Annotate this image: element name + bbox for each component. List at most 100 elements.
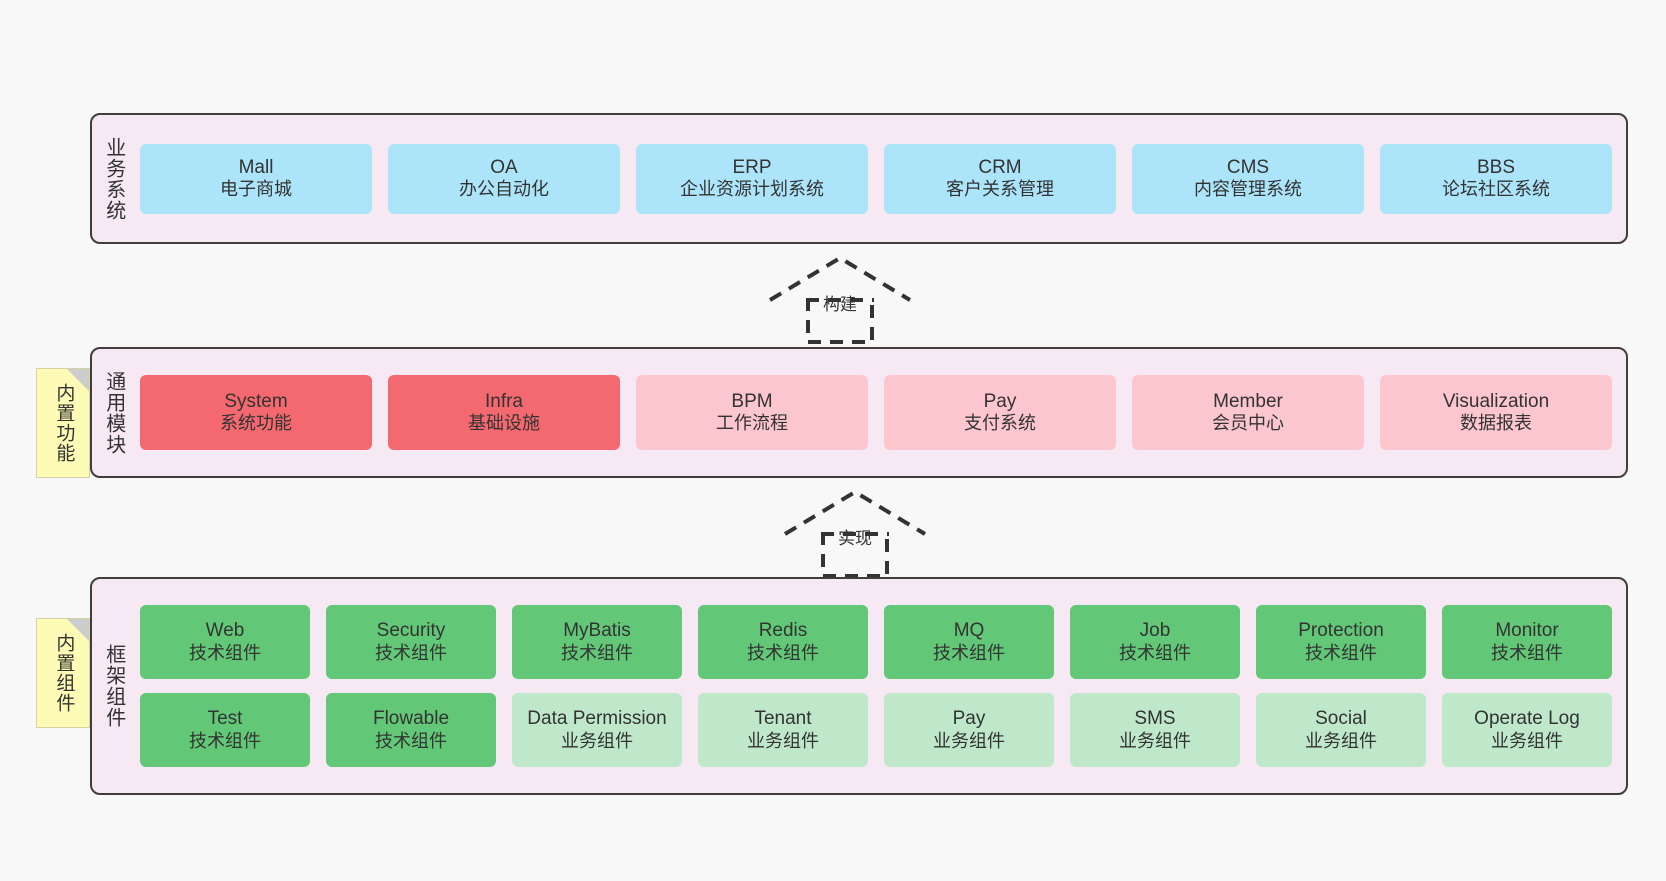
component-name: MQ (953, 620, 985, 642)
module-desc: 企业资源计划系统 (680, 179, 824, 200)
module-name: Visualization (1442, 390, 1550, 412)
layer-framework-component: 框架组件 Web 技术组件 Security 技术组件 MyBatis 技术组件… (90, 577, 1628, 795)
layer-body-framework-component: Web 技术组件 Security 技术组件 MyBatis 技术组件 Redi… (134, 579, 1626, 793)
module-box-erp[interactable]: ERP 企业资源计划系统 (636, 143, 868, 214)
module-name: ERP (732, 156, 772, 178)
module-desc: 客户关系管理 (946, 179, 1054, 200)
component-name: Operate Log (1474, 708, 1580, 730)
layer-body-common-module: System 系统功能 Infra 基础设施 BPM 工作流程 Pay 支付系统… (134, 349, 1626, 476)
component-name: MyBatis (563, 620, 631, 642)
module-name: CRM (978, 156, 1022, 178)
module-box-system[interactable]: System 系统功能 (140, 375, 372, 450)
component-name: Tenant (754, 708, 812, 730)
component-box-monitor[interactable]: Monitor 技术组件 (1442, 605, 1612, 679)
component-desc: 技术组件 (189, 642, 261, 663)
component-desc: 业务组件 (933, 730, 1005, 751)
component-box-tenant[interactable]: Tenant 业务组件 (698, 693, 868, 767)
component-box-job[interactable]: Job 技术组件 (1070, 605, 1240, 679)
component-box-social[interactable]: Social 业务组件 (1256, 693, 1426, 767)
module-box-cms[interactable]: CMS 内容管理系统 (1132, 143, 1364, 214)
module-desc: 支付系统 (964, 413, 1036, 434)
module-name: Member (1213, 390, 1283, 412)
module-box-bbs[interactable]: BBS 论坛社区系统 (1380, 143, 1612, 214)
component-name: Job (1139, 620, 1171, 642)
component-box-security[interactable]: Security 技术组件 (326, 605, 496, 679)
component-desc: 业务组件 (561, 730, 633, 751)
layer-row: Web 技术组件 Security 技术组件 MyBatis 技术组件 Redi… (140, 605, 1612, 679)
component-box-mq[interactable]: MQ 技术组件 (884, 605, 1054, 679)
component-box-web[interactable]: Web 技术组件 (140, 605, 310, 679)
module-desc: 会员中心 (1212, 413, 1284, 434)
module-desc: 论坛社区系统 (1442, 179, 1550, 200)
module-desc: 工作流程 (716, 413, 788, 434)
note-text: 内置功能 (53, 383, 75, 463)
module-desc: 内容管理系统 (1194, 179, 1302, 200)
component-box-pay[interactable]: Pay 业务组件 (884, 693, 1054, 767)
module-box-visualization[interactable]: Visualization 数据报表 (1380, 375, 1612, 450)
module-desc: 数据报表 (1460, 413, 1532, 434)
connector-label: 构建 (823, 295, 857, 314)
module-box-infra[interactable]: Infra 基础设施 (388, 375, 620, 450)
component-desc: 业务组件 (1305, 730, 1377, 751)
component-desc: 业务组件 (747, 730, 819, 751)
module-box-member[interactable]: Member 会员中心 (1132, 375, 1364, 450)
module-name: BPM (731, 390, 773, 412)
component-name: Test (207, 708, 243, 730)
layer-row: Mall 电子商城 OA 办公自动化 ERP 企业资源计划系统 CRM 客户关系… (140, 143, 1612, 214)
component-name: Data Permission (527, 708, 667, 730)
note-text: 内置组件 (53, 633, 75, 713)
component-desc: 技术组件 (189, 730, 261, 751)
component-box-operate-log[interactable]: Operate Log 业务组件 (1442, 693, 1612, 767)
module-box-bpm[interactable]: BPM 工作流程 (636, 375, 868, 450)
component-name: Protection (1298, 620, 1384, 642)
component-name: Web (205, 620, 245, 642)
component-desc: 技术组件 (1305, 642, 1377, 663)
module-name: Infra (484, 390, 524, 412)
module-box-oa[interactable]: OA 办公自动化 (388, 143, 620, 214)
layer-business-system: 业务系统 Mall 电子商城 OA 办公自动化 ERP 企业资源计划系统 CRM… (90, 113, 1628, 244)
module-box-mall[interactable]: Mall 电子商城 (140, 143, 372, 214)
component-desc: 业务组件 (1491, 730, 1563, 751)
component-desc: 技术组件 (561, 642, 633, 663)
module-box-pay[interactable]: Pay 支付系统 (884, 375, 1116, 450)
module-name: OA (490, 156, 518, 178)
component-desc: 技术组件 (1119, 642, 1191, 663)
note-fold-icon (67, 619, 89, 641)
component-desc: 技术组件 (375, 642, 447, 663)
component-desc: 技术组件 (375, 730, 447, 751)
layer-row: System 系统功能 Infra 基础设施 BPM 工作流程 Pay 支付系统… (140, 375, 1612, 450)
component-desc: 技术组件 (933, 642, 1005, 663)
component-name: Social (1315, 708, 1367, 730)
layer-common-module: 通用模块 System 系统功能 Infra 基础设施 BPM 工作流程 Pay… (90, 347, 1628, 478)
layer-label-common-module: 通用模块 (102, 370, 125, 455)
component-desc: 技术组件 (1491, 642, 1563, 663)
connector-realize: 实现 (775, 484, 935, 578)
component-desc: 技术组件 (747, 642, 819, 663)
component-box-mybatis[interactable]: MyBatis 技术组件 (512, 605, 682, 679)
module-name: CMS (1226, 156, 1270, 178)
component-box-redis[interactable]: Redis 技术组件 (698, 605, 868, 679)
component-box-protection[interactable]: Protection 技术组件 (1256, 605, 1426, 679)
layer-body-business-system: Mall 电子商城 OA 办公自动化 ERP 企业资源计划系统 CRM 客户关系… (134, 115, 1626, 242)
layer-row: Test 技术组件 Flowable 技术组件 Data Permission … (140, 693, 1612, 767)
component-name: Pay (952, 708, 986, 730)
component-name: Flowable (372, 708, 450, 730)
module-box-crm[interactable]: CRM 客户关系管理 (884, 143, 1116, 214)
component-name: SMS (1134, 708, 1176, 730)
generalization-arrow-icon (768, 255, 912, 344)
note-builtin-features: 内置功能 (36, 368, 90, 478)
module-desc: 基础设施 (468, 413, 540, 434)
component-box-flowable[interactable]: Flowable 技术组件 (326, 693, 496, 767)
module-desc: 电子商城 (220, 179, 292, 200)
component-name: Redis (758, 620, 808, 642)
component-box-sms[interactable]: SMS 业务组件 (1070, 693, 1240, 767)
connector-build: 构建 (760, 250, 920, 344)
module-name: System (224, 390, 288, 412)
module-name: Pay (983, 390, 1017, 412)
generalization-arrow-icon (783, 489, 927, 578)
component-box-data-permission[interactable]: Data Permission 业务组件 (512, 693, 682, 767)
component-box-test[interactable]: Test 技术组件 (140, 693, 310, 767)
module-desc: 系统功能 (220, 413, 292, 434)
layer-label-framework-component: 框架组件 (102, 644, 125, 728)
